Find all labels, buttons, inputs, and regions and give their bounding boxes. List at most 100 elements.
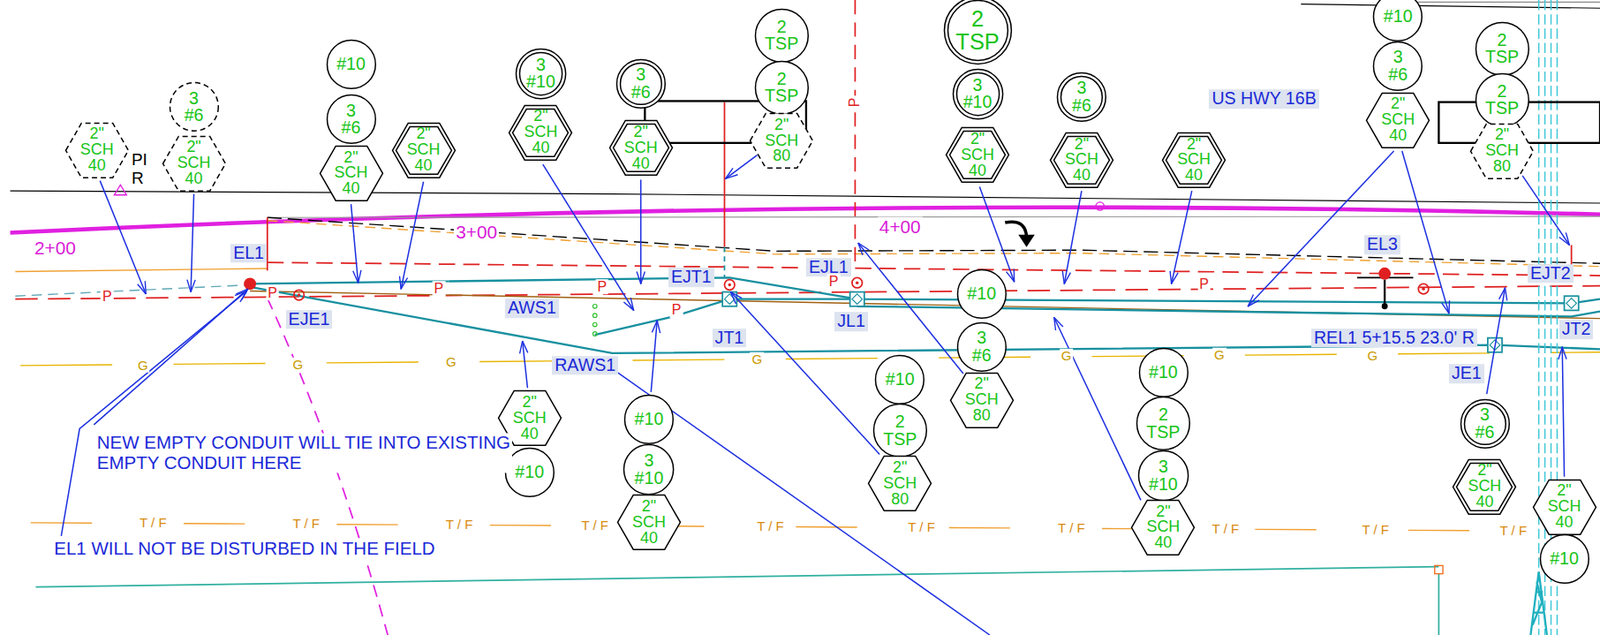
conduit-callout-text: 2" SCH 80: [764, 117, 799, 166]
callout-circle-outline: [169, 83, 219, 132]
conduit-callout-text: 2" SCH 40: [177, 139, 212, 188]
callout-hexagon-outline: [1132, 500, 1195, 556]
conductor-callout-text: 2 TSP: [955, 7, 999, 53]
utility-line-letter: G: [135, 357, 151, 373]
conduit-line: [249, 286, 1600, 354]
conduit-callout-text: 2" SCH 40: [960, 131, 995, 180]
leader-line: [1247, 150, 1394, 307]
utility-line: [35, 566, 1439, 588]
leader-line: [190, 194, 194, 293]
conductor-callout-circle: 3 #6: [168, 81, 220, 133]
callout-circle-outline: [1061, 75, 1103, 118]
leader-line: [522, 340, 529, 388]
structure-symbol: [1564, 295, 1579, 310]
conduit-callout-hexagon: 2" SCH 40: [161, 135, 227, 193]
leader-line: [400, 181, 423, 289]
utility-line-letter: T / F: [1056, 520, 1087, 536]
note: NEW EMPTY CONDUIT WILL TIE INTO EXISTING…: [97, 433, 513, 474]
conductor-callout-circle: 3 #6: [956, 321, 1008, 373]
conduit-callout-hexagon: 2" SCH 40: [1130, 498, 1196, 557]
utility-line-letter: P: [827, 273, 841, 290]
structure-symbol: [294, 289, 305, 301]
conduit-lines: [249, 277, 1600, 354]
conductor-callout-text: 3 #10: [963, 76, 993, 112]
conduit-callout-hexagon: 2" SCH 80: [867, 454, 933, 513]
conductor-callout-circle: 2 TSP: [754, 60, 810, 116]
leader-line: [99, 181, 146, 295]
structure-tag: EJT2: [1527, 264, 1574, 284]
conduit-callout-text: 2" SCH 40: [624, 124, 658, 173]
conduit-callout-text: 2" SCH 40: [1467, 462, 1502, 511]
conductor-callout-circle: 3 #6: [615, 58, 667, 110]
conductor-callout-circle: 2 TSP: [754, 7, 810, 64]
note: EL1 WILL NOT BE DISTURBED IN THE FIELD: [53, 537, 435, 559]
callout-text-group: 3 #6: [1474, 406, 1495, 441]
callout-circle-outline: [1539, 535, 1589, 584]
conductor-callout-circle: #10: [623, 393, 675, 446]
structure-tag: RAWS1: [551, 355, 619, 376]
conductor-callout-circle: #10: [874, 354, 926, 406]
utility-line-letter: G: [291, 356, 306, 372]
leader-line: [1054, 317, 1141, 501]
callout-hexagon-outline: [1471, 123, 1534, 179]
conductor-callout-circle: 3 #6: [1459, 398, 1511, 450]
callout-text-group: #10: [1148, 363, 1178, 382]
utility-line: [20, 352, 1600, 366]
callout-hexagon-outline: [395, 126, 452, 174]
callout-hexagon-outline: [950, 131, 1006, 180]
conductor-callout-text: 2 TSP: [764, 70, 799, 106]
conductor-callout-circle: 3 #10: [951, 67, 1004, 121]
callout-circle-outline: [1373, 0, 1423, 41]
structure-symbol: [297, 293, 301, 296]
utility-line-letter: G: [1059, 348, 1074, 364]
road-line: [10, 207, 1600, 234]
structure-symbol: [1383, 279, 1386, 307]
conductor-callout-text: 2 TSP: [1485, 31, 1519, 67]
callout-hexagon-outline: [392, 122, 455, 178]
callout-text-group: 2" SCH 40: [177, 139, 212, 188]
callout-hexagon-outline: [1456, 462, 1513, 511]
conductor-callout-text: 2 TSP: [1146, 406, 1180, 441]
conduit-callout-hexagon: 2" SCH 40: [1532, 478, 1598, 536]
callout-text-group: 2" SCH 80: [764, 117, 799, 166]
callout-text-group: 3 #6: [341, 102, 362, 137]
conductor-callout-circle: #10: [1372, 0, 1424, 42]
conduit-callout-hexagon: 2" SCH 40: [1049, 131, 1115, 189]
structure-symbol: [1004, 221, 1027, 237]
callout-text-group: 2" SCH 80: [883, 460, 917, 508]
structure-symbol: [850, 292, 865, 307]
structure-tag: US HWY 16B: [1208, 89, 1319, 109]
callout-text-group: 2 TSP: [764, 70, 799, 106]
conductor-callout-circle: 3 #6: [325, 93, 378, 145]
structure-symbol: [728, 283, 732, 287]
conduit-callout-hexagon: 2" SCH 40: [391, 121, 457, 180]
callout-text-group: 3 #10: [526, 56, 556, 91]
utility-line-letter: T / F: [754, 519, 786, 535]
callout-circle-outline: [1373, 42, 1423, 91]
callout-text-group: 3 #6: [1071, 79, 1092, 114]
callout-text-group: 2 TSP: [883, 413, 917, 448]
structure-symbol: [852, 294, 863, 305]
conductor-callout-circle: 2 TSP: [943, 0, 1013, 66]
utility-lines: [20, 0, 1600, 635]
callout-hexagon-outline: [1453, 459, 1517, 514]
callout-text-group: #10: [885, 370, 915, 389]
structure-symbol: [1418, 283, 1429, 295]
conductor-callout-text: 3 #6: [341, 102, 362, 137]
conduit-callout-text: 2" SCH 40: [1064, 136, 1099, 185]
callout-circle-outline: [619, 62, 662, 105]
callout-circle-outline: [947, 0, 1008, 61]
leader-line: [650, 320, 657, 393]
callout-text-group: 3 #10: [963, 76, 993, 112]
callout-hexagon-outline: [513, 108, 569, 157]
callout-circle-outline: [956, 72, 999, 115]
conduit-callout-text: 2" SCH 40: [632, 498, 666, 547]
structure-tag: REL1 5+15.5 23.0' R: [1311, 328, 1478, 348]
structure-tag: EJE1: [286, 309, 333, 330]
leader-line: [598, 359, 990, 635]
conductor-callout-circle: 3 #10: [1137, 449, 1190, 502]
callout-circle-outline: [624, 444, 674, 494]
structure-tag: JT2: [1559, 319, 1594, 340]
conduit-callout-text: 2" SCH 40: [513, 394, 547, 443]
structure-tag: JT1: [712, 328, 748, 348]
